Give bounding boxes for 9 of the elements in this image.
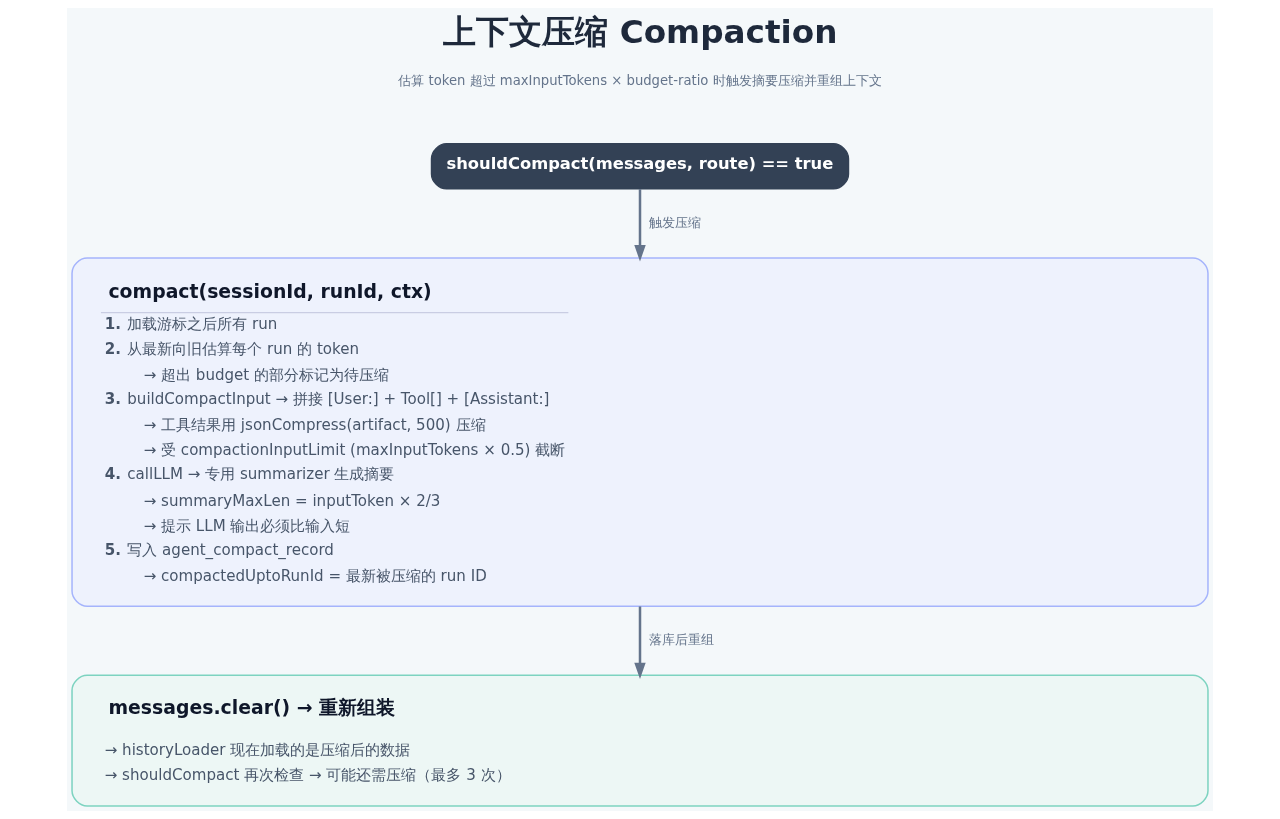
- arrow: [634, 606, 646, 680]
- edge-label: 落库后重组: [649, 632, 715, 648]
- label: 估算 token 超过 maxInputTokens × budget-ratio 时触发摘要压缩并重组上下文: [398, 73, 882, 89]
- diagram-title: 上下文压缩 Compaction: [443, 12, 838, 51]
- arrow: [634, 189, 646, 262]
- node-box: messages.clear() → 重新组装 → historyLoader 现在加载的是压缩后的数据 → shouldCompact 再次检查 → 可能还需压缩（最多 3 次）: [71, 674, 1209, 807]
- node-box: shouldCompact(messages, route) == true: [430, 143, 850, 190]
- node-box: compact(sessionId, runId, ctx) 1. 加载游标之后所有 run 2. 从最新向旧估算每个 run 的 token → 超出 budget 的部分标记为待压缩 3. buildCompactInput → 拼接 [User:] + Tool[] + [Assistant:] → 工具结果用 jsonCompress(artifact, 500) 压缩 → 受 compactionInputLimit (maxInputTokens × 0.5) 截断 4. callLLM → 专用 summarizer 生成摘要 → summaryMaxLen = inputToken × 2/3 → 提示 LLM 输出必须比输入短 5. 写入 agent_compact_record → compactedUptoRunId = 最新被压缩的 run ID: [71, 257, 1209, 607]
- edge-label: 触发压缩: [648, 215, 701, 231]
